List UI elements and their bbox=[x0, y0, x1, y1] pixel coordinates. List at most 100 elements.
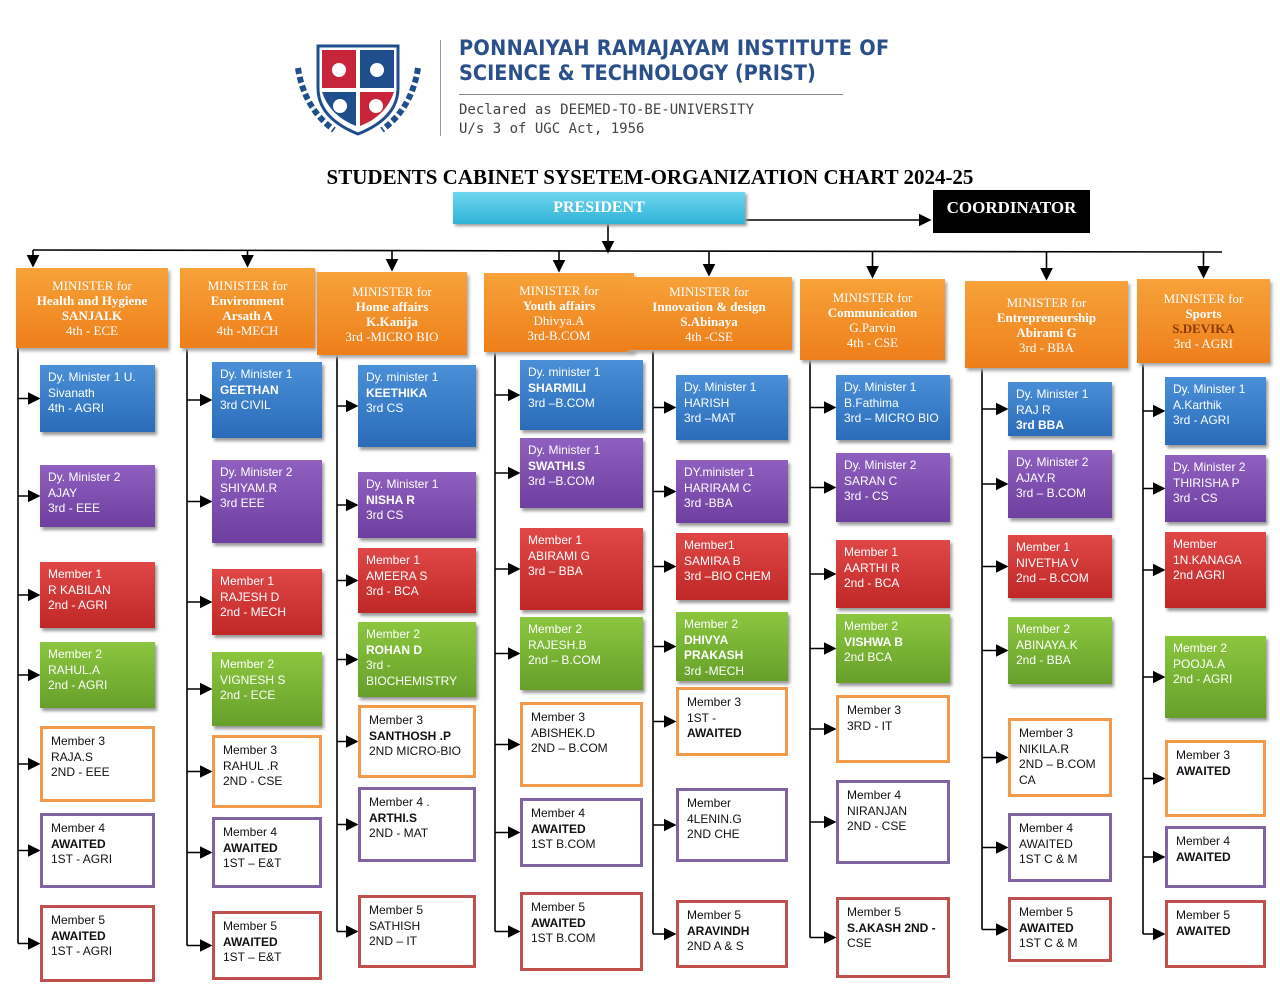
box-text-line: Home affairs bbox=[355, 298, 429, 314]
header-divider bbox=[440, 40, 441, 136]
box-text-line: Health and Hygiene bbox=[36, 293, 148, 308]
box-text-line: 4th - ECE bbox=[66, 323, 118, 338]
box-text-line: NIVETHA V bbox=[1016, 555, 1079, 570]
box-text-line: RAHUL.A bbox=[48, 662, 101, 677]
box-text-line: Member 1 bbox=[48, 567, 103, 581]
box-text-line: 3rd - CS bbox=[844, 489, 889, 503]
box-text-line: Innovation & design bbox=[652, 298, 766, 314]
box-text-line: 3rd –B.COM bbox=[528, 474, 595, 488]
box-text-line: HARISH bbox=[684, 395, 730, 410]
box-text-line: RAJA.S bbox=[51, 749, 94, 764]
box-text-line: Dy. Minister 1 bbox=[220, 367, 293, 381]
box-text-line: Member 1 bbox=[366, 553, 421, 567]
box-text-line: AWAITED bbox=[1176, 849, 1231, 864]
box-text-line: 3rd – BBA bbox=[528, 564, 583, 578]
president-box: PRESIDENT bbox=[453, 192, 745, 224]
box-text-line: AWAITED bbox=[1019, 836, 1073, 851]
box-text-line: Youth affairs bbox=[522, 297, 596, 313]
box-text-line: Communication bbox=[827, 304, 918, 320]
box-text-line: Member 5 bbox=[847, 905, 902, 919]
box-text-line: Dy. Minister 2 bbox=[220, 465, 293, 479]
box-text-line: SHIYAM.R bbox=[220, 480, 278, 495]
box-text-line: 2nd - MECH bbox=[220, 605, 287, 619]
box-text-line: 2nd – B.COM bbox=[1016, 571, 1089, 585]
box-text-line: Arsath A bbox=[222, 308, 273, 323]
box-text-line: Member 2 bbox=[1173, 641, 1228, 655]
box-text-line: 3rd - bbox=[366, 658, 391, 672]
box-text-line: 2ND - EEE bbox=[51, 765, 110, 779]
box-text-line: AWAITED bbox=[51, 836, 106, 851]
box-text-line: 2ND CHE bbox=[687, 827, 740, 841]
box-text-line: Member 3 bbox=[847, 703, 902, 717]
box-text-line: R KABILAN bbox=[48, 582, 111, 597]
box-text-line: 2ND – B.COM bbox=[531, 741, 608, 755]
box-text-line: 1N.KANAGA bbox=[1173, 552, 1242, 567]
box-text-line: Member 4 bbox=[1019, 821, 1074, 835]
box-text-line: Member 1 bbox=[1016, 540, 1071, 554]
box-text-line: Dy. Minister 1 bbox=[366, 477, 439, 491]
box-text-line: 3rd – B.COM bbox=[1016, 486, 1087, 500]
box-text-line: 3RD - IT bbox=[847, 718, 893, 733]
box-text-line: AWAITED bbox=[51, 928, 106, 943]
box-text-line: Dy. Minister 2 bbox=[48, 470, 121, 484]
box-text-line: SHARMILI bbox=[528, 380, 586, 395]
box-text-line: Dhivya.A bbox=[533, 312, 585, 328]
chart-title: STUDENTS CABINET SYSETEM-ORGANIZATION CH… bbox=[326, 165, 974, 189]
box-text-line: 3rd - BBA bbox=[1019, 339, 1074, 355]
box-text-line: Member 4 bbox=[847, 788, 902, 802]
box-text-line: Sivanath bbox=[48, 385, 95, 400]
box-text-line: 2nd - BBA bbox=[1016, 653, 1071, 667]
box-text-line: RAJESH.B bbox=[528, 637, 587, 652]
box-text-line: Member 4 . bbox=[369, 795, 430, 809]
box-text-line: A.Karthik bbox=[1173, 397, 1222, 412]
box-text-line: ABISHEK.D bbox=[531, 725, 596, 740]
box-text-line: Member1 bbox=[684, 538, 735, 552]
box-text-line: 2nd - AGRI bbox=[48, 678, 108, 692]
box-text-line: Member 3 bbox=[51, 734, 106, 748]
box-text-line: AWAITED bbox=[531, 915, 586, 930]
box-text-line: Member 4 bbox=[223, 825, 278, 839]
box-text-line: 2nd - BCA bbox=[844, 576, 900, 590]
box-text-line: 2ND A & S bbox=[687, 939, 744, 953]
box-text-line: NISHA R bbox=[366, 492, 415, 507]
box-text-line: Member 3 bbox=[369, 713, 424, 727]
box-text-line: 3rd -MICRO BIO bbox=[345, 328, 439, 344]
box-text-line: AWAITED bbox=[1176, 763, 1231, 778]
box-text-line: 2ND - CSE bbox=[223, 774, 283, 788]
box-text-line: Member 4 bbox=[51, 821, 106, 835]
prist-logo bbox=[294, 38, 422, 138]
box-text-line: Dy. Minister 1 U. bbox=[48, 370, 136, 384]
box-text-line: VISHWA B bbox=[844, 634, 903, 649]
box-text-line: Member 5 bbox=[531, 900, 586, 914]
box-text-line: SAMIRA B bbox=[684, 553, 741, 568]
box-text-line: Member 5 bbox=[687, 908, 742, 922]
box-text-line: DY.minister 1 bbox=[684, 465, 755, 479]
box-text-line: 1ST C & M bbox=[1019, 936, 1078, 950]
box-text-line: AARTHI R bbox=[844, 560, 900, 575]
box-text-line: SANTHOSH .P bbox=[369, 728, 452, 743]
box-text-line: Member 3 bbox=[1019, 726, 1074, 740]
box-text-line: 4th - AGRI bbox=[48, 401, 105, 415]
box-text-line: 3rd - AGRI bbox=[1173, 413, 1230, 427]
box-text-line: 2nd - ECE bbox=[220, 688, 276, 702]
box-text-line: AJAY bbox=[48, 485, 78, 500]
